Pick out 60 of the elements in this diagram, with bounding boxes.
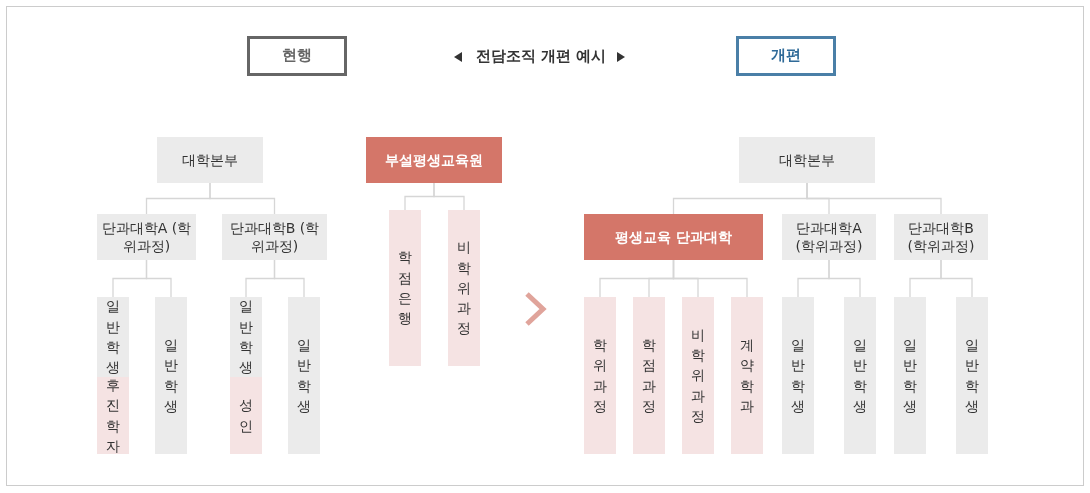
current-tab-box xyxy=(247,36,347,76)
student-column xyxy=(230,297,262,377)
student-column xyxy=(894,297,926,454)
program-column xyxy=(584,297,616,454)
connector-line xyxy=(672,259,748,298)
program-column xyxy=(633,297,665,454)
student-column xyxy=(844,297,876,454)
connector-line xyxy=(806,182,942,215)
student-column xyxy=(97,377,129,454)
org-box xyxy=(222,214,327,260)
node-label: 일반학생 xyxy=(239,297,253,378)
org-box xyxy=(782,214,876,260)
node-label: 성인 xyxy=(239,396,253,436)
org-box xyxy=(157,137,263,183)
node-label: 단과대학B (학위과정) xyxy=(228,218,321,256)
program-column xyxy=(389,210,421,366)
connector-line xyxy=(209,182,276,215)
program-column xyxy=(731,297,763,454)
node-label: 일반학생 xyxy=(903,335,917,416)
node-label: 일반학생 xyxy=(297,335,311,416)
connector-line xyxy=(433,182,465,211)
node-label: 개편 xyxy=(770,46,802,66)
node-label: 비학위과정 xyxy=(691,325,705,426)
node-label: 단과대학A (학위과정) xyxy=(794,218,864,256)
node-label: 계약학과 xyxy=(740,335,754,416)
student-column xyxy=(155,297,187,454)
node-label: 부설평생교육원 xyxy=(384,150,484,170)
connector-line xyxy=(273,259,305,298)
node-label: 학위과정 xyxy=(593,335,607,416)
node-label: 학점은행 xyxy=(398,248,412,329)
org-box xyxy=(584,214,763,260)
connector-line xyxy=(940,259,973,298)
org-box xyxy=(366,137,502,183)
org-box xyxy=(739,137,875,183)
org-box xyxy=(894,214,988,260)
node-label: 후진학자 xyxy=(106,375,120,456)
student-column xyxy=(97,297,129,377)
reform-tab-box xyxy=(736,36,836,76)
node-label: 일반학생 xyxy=(106,297,120,378)
node-label: 대학본부 xyxy=(181,150,239,170)
node-label: 일반학생 xyxy=(791,335,805,416)
student-column xyxy=(230,377,262,454)
student-column xyxy=(288,297,320,454)
node-label: 단과대학A (학위과정) xyxy=(100,218,193,256)
node-label: 현행 xyxy=(281,46,313,66)
node-label: 학점과정 xyxy=(642,335,656,416)
node-label: 일반학생 xyxy=(965,335,979,416)
node-label: 일반학생 xyxy=(164,335,178,416)
diagram-title: 전담조직 개편 예시 xyxy=(474,46,608,67)
node-label: 평생교육 단과대학 xyxy=(614,227,733,247)
node-label: 일반학생 xyxy=(853,335,867,416)
connector-line xyxy=(145,259,172,298)
connector-line xyxy=(828,259,861,298)
student-column xyxy=(782,297,814,454)
node-label: 단과대학B (학위과정) xyxy=(906,218,976,256)
program-column xyxy=(448,210,480,366)
program-column xyxy=(682,297,714,454)
node-label: 비학위과정 xyxy=(457,238,471,339)
student-column xyxy=(956,297,988,454)
node-label: 대학본부 xyxy=(778,150,836,170)
